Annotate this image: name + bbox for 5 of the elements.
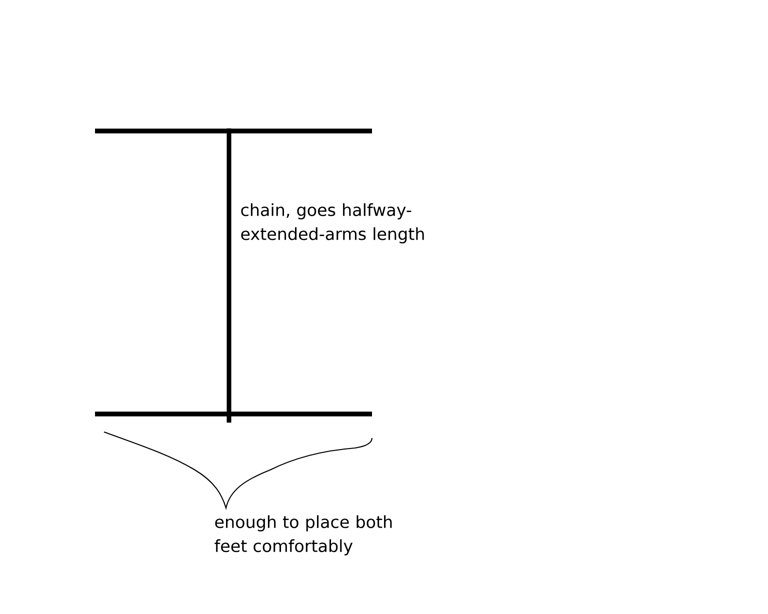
note-text: enough to place both feet comfortably	[214, 515, 392, 556]
chain-line	[226, 128, 232, 423]
bar	[95, 128, 372, 134]
edge-label: chain, goes halfway-extended-arms length	[241, 203, 424, 244]
bar	[95, 412, 372, 416]
